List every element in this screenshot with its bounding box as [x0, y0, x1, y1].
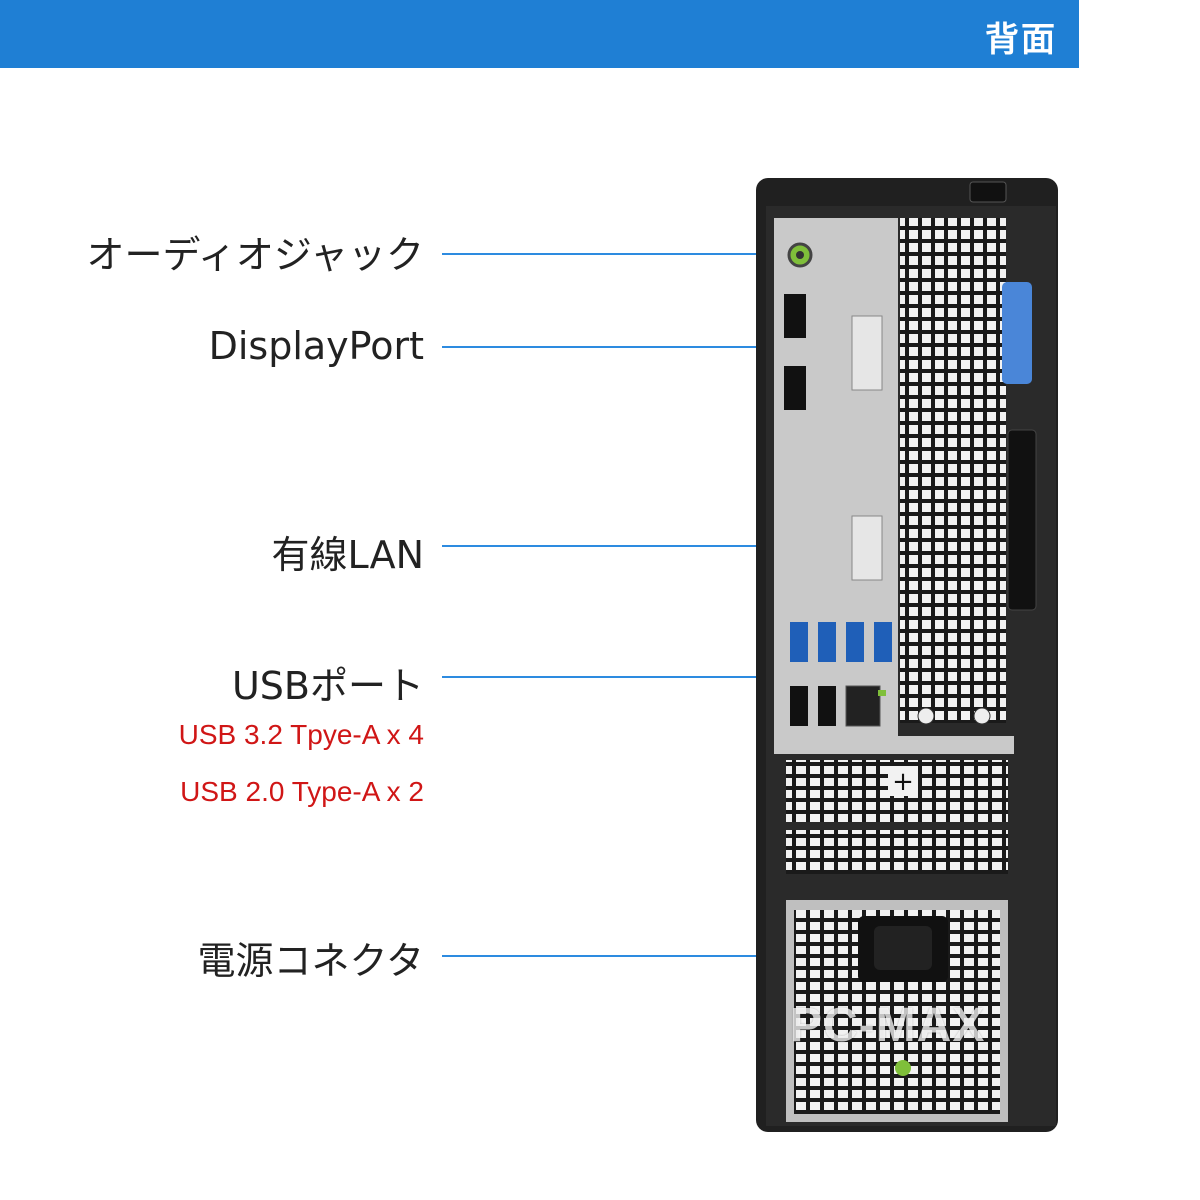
- label-wired-lan: 有線LAN: [271, 533, 424, 577]
- label-power-connector: 電源コネクタ: [197, 939, 424, 983]
- usb-spec-3-2: USB 3.2 Tpye-A x 4: [178, 719, 424, 750]
- pointer-power: [442, 955, 862, 957]
- pointer-lan: [442, 545, 866, 547]
- watermark: PC-MAX: [790, 999, 986, 1052]
- label-displayport: DisplayPort: [208, 324, 424, 368]
- header-bar: 背面: [0, 0, 1079, 68]
- pointer-usb: [442, 676, 778, 678]
- label-audio-jack: オーディオジャック: [86, 233, 424, 277]
- pointer-displayport: [442, 346, 778, 348]
- header-title: 背面: [985, 20, 1057, 60]
- svg-text:+: +: [892, 767, 914, 797]
- usb-spec-2-0: USB 2.0 Type-A x 2: [180, 776, 424, 807]
- label-usb-ports: USBポート: [231, 664, 424, 708]
- pointer-audio: [442, 253, 796, 255]
- pc-rear-image: +: [756, 178, 1058, 1132]
